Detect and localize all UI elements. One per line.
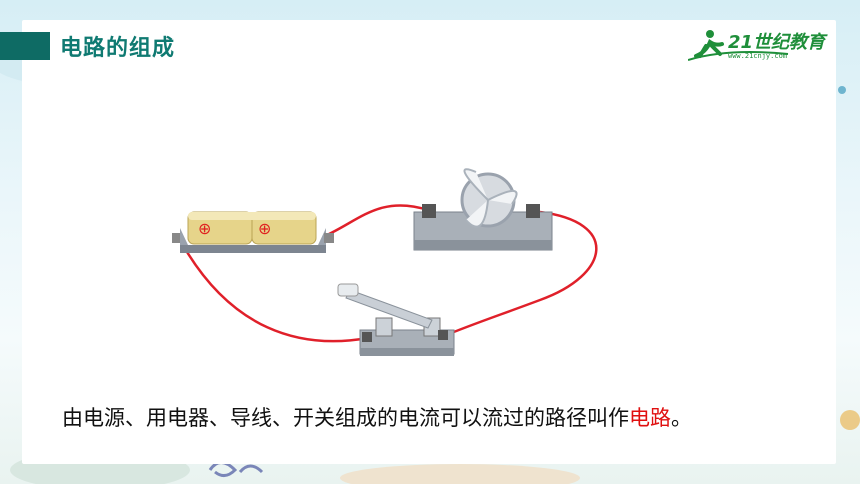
knife-switch (337, 283, 455, 356)
battery-holder (172, 228, 334, 253)
logo-brand: 21世纪教育 (728, 32, 826, 53)
battery-terminal-plus: ⊕ (258, 219, 271, 238)
fan-motor (413, 168, 553, 251)
wire-fan-switch (443, 210, 598, 338)
battery-terminal-plus: ⊕ (198, 219, 211, 238)
wire-switch-battery (178, 239, 369, 343)
caption-text: 由电源、用电器、导线、开关组成的电流可以流过的路径叫作电路。 (62, 402, 692, 432)
page-title: 电路的组成 (60, 36, 176, 61)
caption-main: 由电源、用电器、导线、开关组成的电流可以流过的路径叫作 (62, 406, 629, 430)
caption-highlight: 电路 (629, 406, 671, 430)
battery-cell (187, 211, 317, 245)
logo-runner-icon (688, 30, 789, 61)
logo-url: www.21cnjy.com (728, 52, 788, 60)
wire-battery-fan (324, 204, 429, 238)
title-accent-bar (0, 32, 50, 60)
caption-end: 。 (671, 406, 692, 430)
